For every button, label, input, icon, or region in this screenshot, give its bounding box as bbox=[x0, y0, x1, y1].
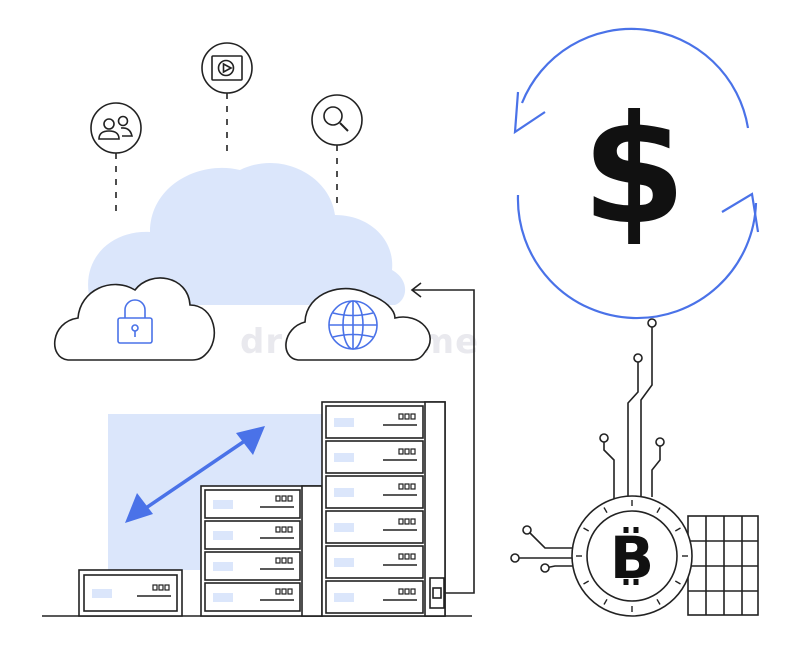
coin-tick bbox=[656, 598, 661, 605]
server-unit bbox=[325, 475, 424, 509]
coin-tick bbox=[603, 598, 608, 605]
bitcoin-area: B bbox=[510, 318, 759, 617]
coin-stack bbox=[687, 515, 759, 616]
server-area bbox=[42, 282, 475, 617]
large-cloud bbox=[88, 162, 406, 305]
video-play-icon bbox=[201, 42, 253, 152]
server-unit bbox=[204, 520, 301, 550]
server-unit bbox=[325, 405, 424, 439]
server-unit bbox=[325, 440, 424, 474]
server-unit bbox=[83, 574, 178, 612]
search-icon bbox=[311, 94, 363, 204]
top-icons bbox=[90, 42, 363, 212]
circular-arrows-icon bbox=[513, 27, 760, 320]
dollar-exchange: $ bbox=[513, 27, 760, 320]
bitcoin-coin bbox=[571, 495, 693, 617]
coin-tick bbox=[583, 527, 590, 532]
server-unit bbox=[325, 545, 424, 579]
coin-tick bbox=[674, 527, 681, 532]
coin-edge-ticks bbox=[576, 500, 688, 612]
resize-arrow-icon bbox=[125, 426, 265, 523]
server-unit bbox=[204, 489, 301, 519]
server-unit bbox=[325, 510, 424, 544]
circuit-traces bbox=[510, 318, 665, 573]
server-unit bbox=[204, 582, 301, 612]
padlock-icon bbox=[117, 299, 153, 344]
users-icon bbox=[90, 102, 142, 212]
globe-icon bbox=[328, 300, 378, 350]
cloud-group bbox=[54, 162, 431, 361]
coin-tick bbox=[603, 507, 608, 514]
server-unit bbox=[325, 580, 424, 614]
bitcoin-strokes bbox=[623, 527, 639, 585]
bitcoin-icon: B bbox=[610, 524, 654, 592]
server-racks bbox=[78, 401, 446, 617]
coin-tick bbox=[656, 507, 661, 514]
coin-tick bbox=[674, 580, 681, 585]
coin-tick bbox=[583, 580, 590, 585]
dollar-sign-icon: $ bbox=[582, 84, 686, 258]
server-unit bbox=[204, 551, 301, 581]
data-link-arrow bbox=[410, 282, 475, 609]
small-cloud-left bbox=[54, 277, 216, 361]
